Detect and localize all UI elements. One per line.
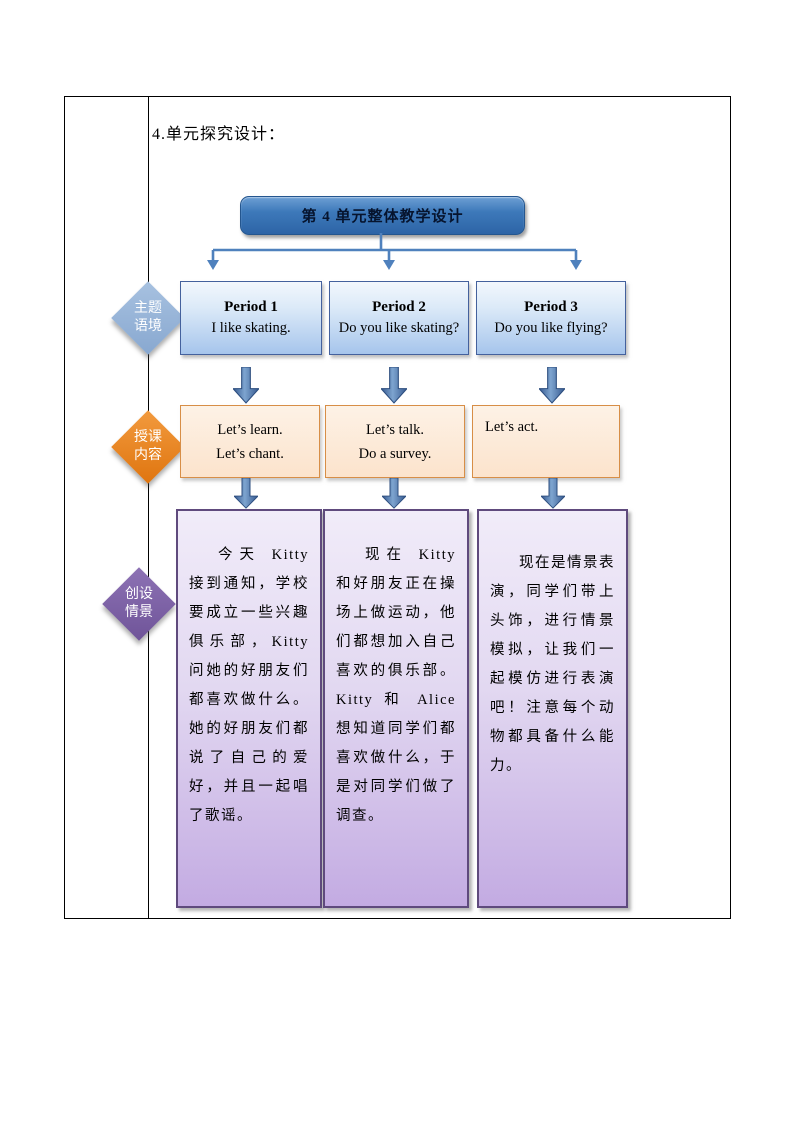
section-heading: 4.单元探究设计： [152, 126, 286, 143]
content-line: Do a survey. [358, 445, 432, 462]
content-box-period3: Let’s act. [472, 405, 620, 478]
down-arrow-icon [539, 367, 565, 404]
period-subtitle: Do you like skating? [338, 320, 460, 336]
scenario-text: 今天 Kitty 接到通知，学校要成立一些兴趣俱乐部，Kitty 问她的好朋友们… [189, 547, 309, 824]
period-title: Period 3 [524, 299, 578, 315]
period-title: Period 2 [372, 299, 426, 315]
content-line: Let’s learn. [217, 421, 283, 438]
unit-design-banner-label: 第 4 单元整体教学设计 [301, 209, 464, 225]
scenario-text: 现在 Kitty 和好朋友正在操场上做运动，他们都想加入自己喜欢的俱乐部。Kit… [336, 547, 456, 824]
scenario-box-period3: 现在是情景表演，同学们带上头饰，进行情景模拟，让我们一起模仿进行表演吧！注意每个… [477, 509, 628, 908]
period-subtitle: I like skating. [211, 320, 291, 336]
down-arrow-icon [541, 478, 565, 509]
content-line: Let’s act. [485, 419, 539, 435]
down-arrow-icon [234, 478, 258, 509]
scenario-box-period1: 今天 Kitty 接到通知，学校要成立一些兴趣俱乐部，Kitty 问她的好朋友们… [176, 509, 322, 908]
content-line: Let’s chant. [216, 445, 284, 462]
table-column-divider [148, 97, 149, 918]
period-subtitle: Do you like flying? [494, 320, 608, 336]
content-box-period1: Let’s learn. Let’s chant. [180, 405, 320, 478]
stage-diamond-label: 创设 情景 [125, 587, 153, 620]
stage-diamond-label: 授课 内容 [134, 430, 162, 463]
stage-diamond-teaching-content: 授课 内容 [111, 410, 185, 484]
period-3-box: Period 3 Do you like flying? [476, 281, 626, 355]
scenario-text: 现在是情景表演，同学们带上头饰，进行情景模拟，让我们一起模仿进行表演吧！注意每个… [490, 555, 615, 774]
period-title: Period 1 [224, 299, 278, 315]
tree-connector-lines [207, 233, 582, 270]
period-2-box: Period 2 Do you like skating? [329, 281, 469, 355]
period-1-box: Period 1 I like skating. [180, 281, 322, 355]
table-frame [64, 96, 731, 919]
stage-diamond-theme-context: 主题 语境 [111, 281, 185, 355]
down-arrow-icon [381, 367, 407, 404]
unit-design-banner: 第 4 单元整体教学设计 [240, 196, 525, 235]
down-arrow-icon [233, 367, 259, 404]
content-box-period2: Let’s talk. Do a survey. [325, 405, 465, 478]
scenario-box-period2: 现在 Kitty 和好朋友正在操场上做运动，他们都想加入自己喜欢的俱乐部。Kit… [323, 509, 469, 908]
content-line: Let’s talk. [366, 421, 424, 438]
down-arrow-icon [382, 478, 406, 509]
stage-diamond-scenario-creation: 创设 情景 [102, 567, 176, 641]
stage-diamond-label: 主题 语境 [134, 301, 162, 334]
